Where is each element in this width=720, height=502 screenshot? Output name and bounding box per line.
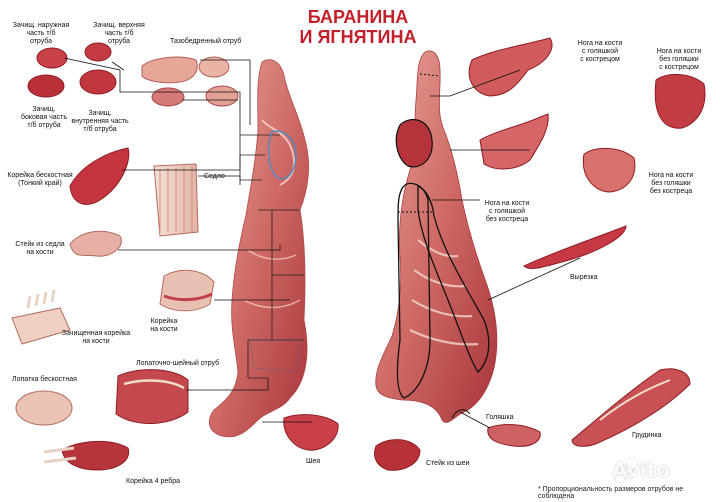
label-zachish-koreyka: Зачищенная корейка на кости: [61, 330, 131, 345]
label-sheya: Шея: [306, 458, 321, 465]
footnote: * Пропорциональность размеров отрубов не…: [538, 486, 684, 500]
label-zachish-vnutr: Зачищ. внутренняя часть т/б отруба: [71, 110, 129, 133]
label-koreyka-kosti: Корейка на кости: [150, 318, 178, 333]
label-lopatochno: Лопаточно-шейный отруб: [136, 360, 220, 367]
label-vyrezka: Вырезка: [570, 274, 598, 281]
label-golyashka: Голяшка: [486, 414, 514, 421]
label-koreyka-besk: Корейка бескостная (Тонкий край): [7, 172, 73, 187]
page-title: БАРАНИНА И ЯГНЯТИНА: [296, 7, 420, 47]
avito-logo-icon: [614, 457, 639, 484]
right-carcass: [375, 50, 498, 423]
label-zachish-bok: Зачищ. боковая часть т/б отруба: [20, 106, 68, 129]
title-line-2: И ЯГНЯТИНА: [299, 27, 417, 47]
label-noga-bez-both: Нога на кости без голяшки без кострeца: [648, 172, 694, 195]
label-steyk-sedla: Стейк из седла на кости: [15, 241, 65, 256]
leader-lines: [63, 57, 581, 429]
label-sedlo: Седло: [204, 173, 225, 180]
label-koreyka4: Корейка 4 ребра: [126, 478, 181, 485]
label-steyk-shei: Стейк из шеи: [426, 460, 470, 467]
title-line-1: БАРАНИНА: [307, 7, 409, 27]
left-cut-pieces: [11, 42, 421, 471]
right-cut-pieces: [468, 37, 706, 447]
label-noga-gol-bez-kos: Нога на кости с голяшкой без кострeца: [484, 200, 530, 223]
label-zachish-naruzh: Зачищ. наружная часть т/б отруба: [12, 22, 70, 45]
label-zachish-verh: Зачищ. верхняя часть т/б отруба: [93, 22, 145, 45]
left-carcass: [208, 59, 309, 438]
label-tazobedr: Тазобедренный отруб: [170, 38, 242, 45]
label-noga-kostrec: Нога на кости с голяшкой с кострецом: [577, 40, 623, 63]
label-noga-bez-gol: Нога на кости без голяшки с кострецом: [656, 48, 702, 71]
watermark: Avito: [612, 458, 670, 482]
label-grudinka: Грудинка: [632, 432, 662, 439]
label-lopatka: Лопатка бескостная: [12, 376, 77, 383]
